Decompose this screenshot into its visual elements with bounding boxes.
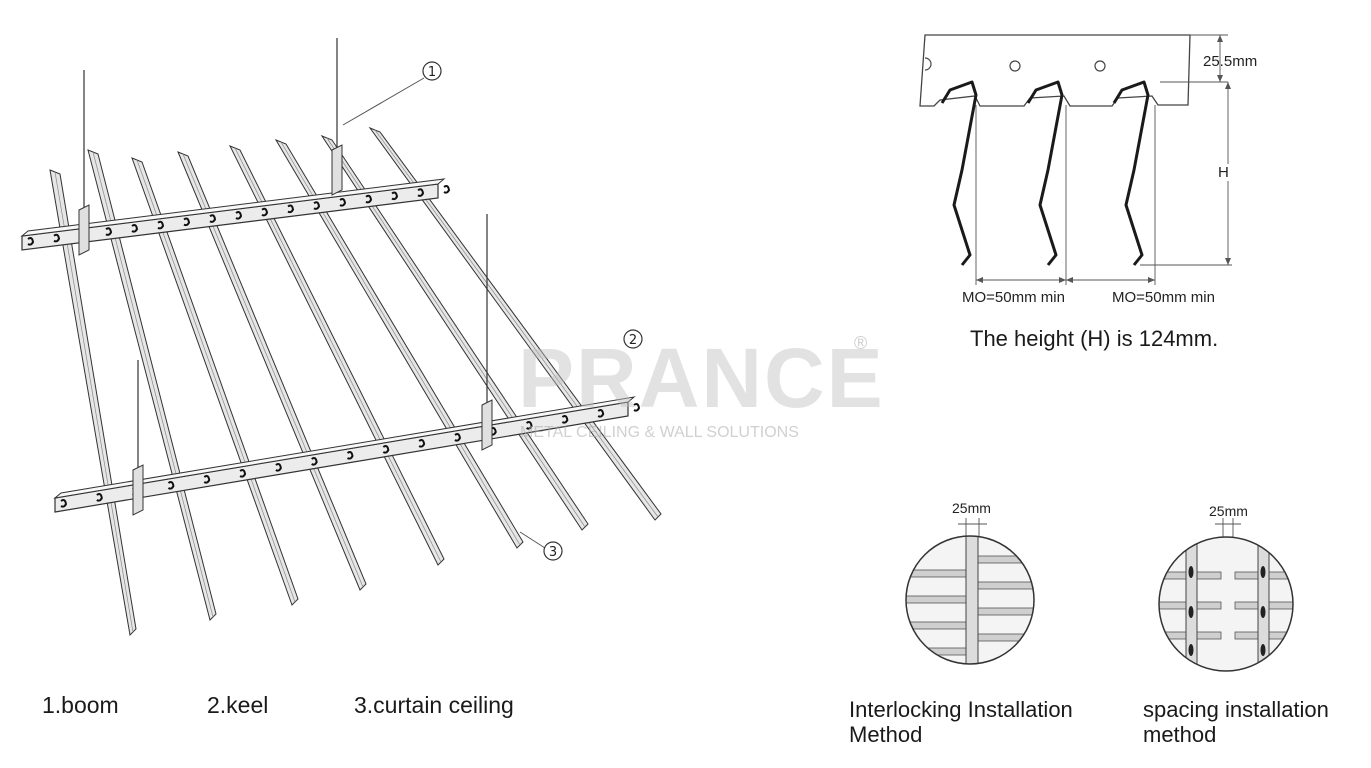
spacing-caption-line1: spacing installation — [1143, 697, 1329, 722]
keel-clip — [275, 463, 282, 472]
keel-clip — [597, 409, 605, 418]
interlocking-dimension: 25mm — [952, 500, 991, 516]
keel-clip — [27, 237, 35, 246]
keel-clip — [391, 191, 399, 201]
ceiling-assembly-drawing: 1 2 3 — [20, 38, 662, 637]
callout-leaders — [342, 77, 546, 549]
legend-curtain-ceiling: 3.curtain ceiling — [354, 692, 514, 718]
profile-height-symbol: H — [1218, 164, 1229, 181]
keel-clip — [167, 481, 175, 490]
keel-clip — [287, 204, 295, 214]
keel-clip — [96, 493, 103, 502]
keel-clip — [443, 185, 451, 194]
profile-mo-right: MO=50mm min — [1112, 289, 1215, 306]
curtain-ceiling-panel — [131, 157, 299, 606]
interlocking-caption: Interlocking Installation Method — [849, 697, 1139, 747]
keel-clip — [131, 224, 139, 233]
callout-circle-2 — [623, 329, 643, 349]
boom-bracket — [331, 144, 343, 196]
callout-1: 1 — [428, 65, 436, 80]
callout-2: 2 — [629, 333, 637, 348]
curtain-ceiling-panel — [49, 169, 137, 637]
callout-3: 3 — [549, 545, 557, 560]
spacing-caption-line2: method — [1143, 722, 1217, 747]
keel-clip — [382, 445, 390, 454]
keel-clip — [313, 201, 321, 210]
keel-clip — [183, 217, 191, 227]
interlocking-caption-line2: Method — [849, 722, 923, 747]
boom-bracket — [78, 204, 90, 256]
keel-rail-top — [20, 178, 446, 237]
curtain-ceiling-panel — [87, 149, 217, 621]
interlocking-caption-line1: Interlocking Installation — [849, 697, 1073, 722]
keel-clip — [418, 439, 426, 448]
keel-clip — [633, 403, 641, 412]
keel-clip — [311, 457, 318, 466]
keel-clip — [339, 198, 347, 207]
boom-bracket — [132, 464, 144, 516]
legend-boom: 1.boom — [42, 692, 119, 718]
keel-clip — [561, 415, 569, 424]
keel-clip — [261, 207, 269, 217]
panel-edge — [54, 171, 134, 633]
keel-clip — [203, 475, 211, 484]
keel-clip — [105, 227, 113, 236]
boom-rods — [78, 38, 493, 516]
keel-clip — [235, 211, 243, 220]
boom-bracket — [481, 399, 493, 451]
interlocking-diagram — [905, 518, 1035, 665]
panel-edge — [136, 159, 296, 603]
keel-clip — [239, 469, 247, 478]
keel-clip — [346, 451, 354, 460]
keel-clip — [209, 214, 217, 223]
keel-clip — [157, 220, 165, 230]
legend-keel: 2.keel — [207, 692, 269, 718]
spacing-caption: spacing installation method — [1143, 697, 1368, 747]
callout-circle-3 — [543, 541, 563, 561]
spacing-diagram — [1158, 518, 1294, 672]
spacing-dimension: 25mm — [1209, 503, 1248, 519]
watermark-brand: PRANCE — [518, 331, 885, 425]
profile-mo-left: MO=50mm min — [962, 289, 1065, 306]
keel-clip — [417, 188, 425, 197]
callout-circle-1 — [422, 61, 442, 81]
profile-top-dimension: 25.5mm — [1203, 53, 1258, 70]
watermark-tagline: METAL CEILING & WALL SOLUTIONS — [520, 424, 799, 441]
keel-clip — [60, 499, 68, 508]
keel-clip — [454, 433, 461, 442]
watermark-registered: ® — [854, 333, 868, 353]
profile-height-note: The height (H) is 124mm. — [970, 326, 1219, 351]
keel-clip — [365, 194, 373, 204]
keel-clip — [53, 233, 61, 243]
keel-clip — [525, 421, 533, 430]
